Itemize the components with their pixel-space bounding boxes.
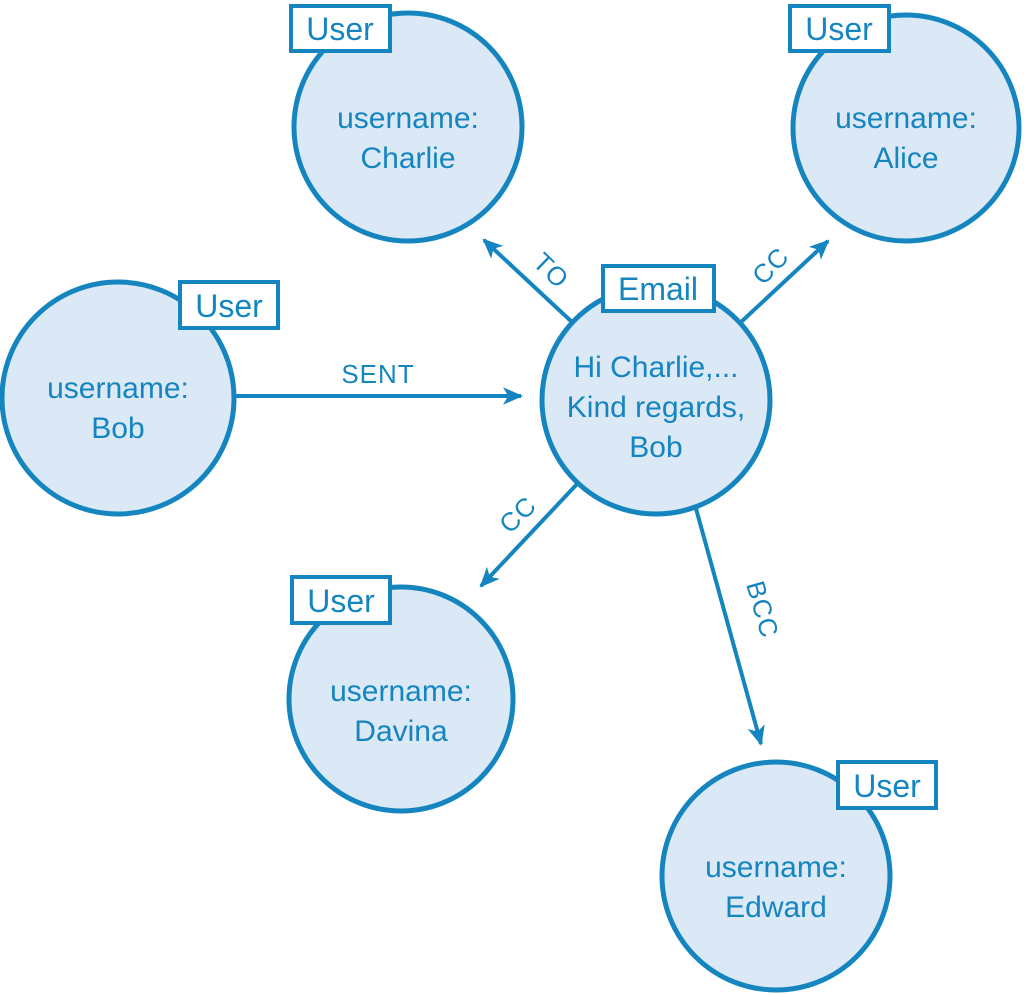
node-alice-type-label: User bbox=[805, 11, 873, 47]
node-davina-property-value: Davina bbox=[354, 715, 448, 748]
node-circle-bob bbox=[0, 279, 237, 517]
node-davina-type-box bbox=[290, 575, 392, 625]
node-user-charlie: username: Charlie User bbox=[289, 4, 525, 244]
node-email: Hi Charlie,... Kind regards, Bob Email bbox=[539, 264, 773, 517]
node-bob-property-key: username: bbox=[47, 372, 189, 405]
node-email-body-line-3: Bob bbox=[629, 431, 682, 464]
node-user-alice: username: Alice User bbox=[788, 4, 1022, 244]
node-circle-edward bbox=[659, 759, 893, 993]
node-circle-alice bbox=[790, 12, 1022, 244]
edge-bcc-line bbox=[693, 504, 765, 746]
node-email-body-line-2: Kind regards, bbox=[567, 391, 745, 424]
node-bob-type-box bbox=[178, 280, 280, 330]
node-user-bob: username: Bob User bbox=[0, 279, 280, 517]
node-email-body-line-1: Hi Charlie,... bbox=[573, 351, 738, 384]
edge-cc-alice-line bbox=[738, 239, 830, 325]
node-edward-type-label: User bbox=[853, 768, 921, 804]
edge-cc-davina-label: CC bbox=[493, 490, 542, 539]
node-alice-type-box bbox=[788, 4, 891, 53]
node-edward-type-box bbox=[836, 760, 938, 810]
edge-sent-label: SENT bbox=[341, 359, 414, 389]
node-edward-property-value: Edward bbox=[725, 891, 827, 924]
node-charlie-type-label: User bbox=[306, 11, 374, 47]
node-user-davina: username: Davina User bbox=[286, 575, 516, 814]
node-circle-charlie bbox=[291, 10, 525, 244]
node-alice-property-value: Alice bbox=[873, 142, 938, 175]
node-bob-type-label: User bbox=[195, 288, 263, 324]
node-email-type-label: Email bbox=[618, 271, 698, 307]
node-edward-property-key: username: bbox=[705, 851, 847, 884]
node-circle-davina bbox=[286, 584, 516, 814]
node-charlie-property-key: username: bbox=[337, 102, 479, 135]
node-user-edward: username: Edward User bbox=[659, 759, 938, 993]
edge-bcc-label: BCC bbox=[740, 578, 785, 642]
node-davina-property-key: username: bbox=[330, 675, 472, 708]
node-charlie-type-box bbox=[289, 4, 392, 53]
edge-to-line bbox=[482, 238, 575, 325]
node-alice-property-key: username: bbox=[835, 102, 977, 135]
node-bob-property-value: Bob bbox=[91, 412, 144, 445]
node-davina-type-label: User bbox=[307, 583, 375, 619]
node-charlie-property-value: Charlie bbox=[360, 142, 455, 175]
edge-cc-davina-line bbox=[479, 481, 580, 588]
node-email-type-box bbox=[601, 264, 716, 313]
edge-cc-alice-label: CC bbox=[746, 241, 795, 290]
